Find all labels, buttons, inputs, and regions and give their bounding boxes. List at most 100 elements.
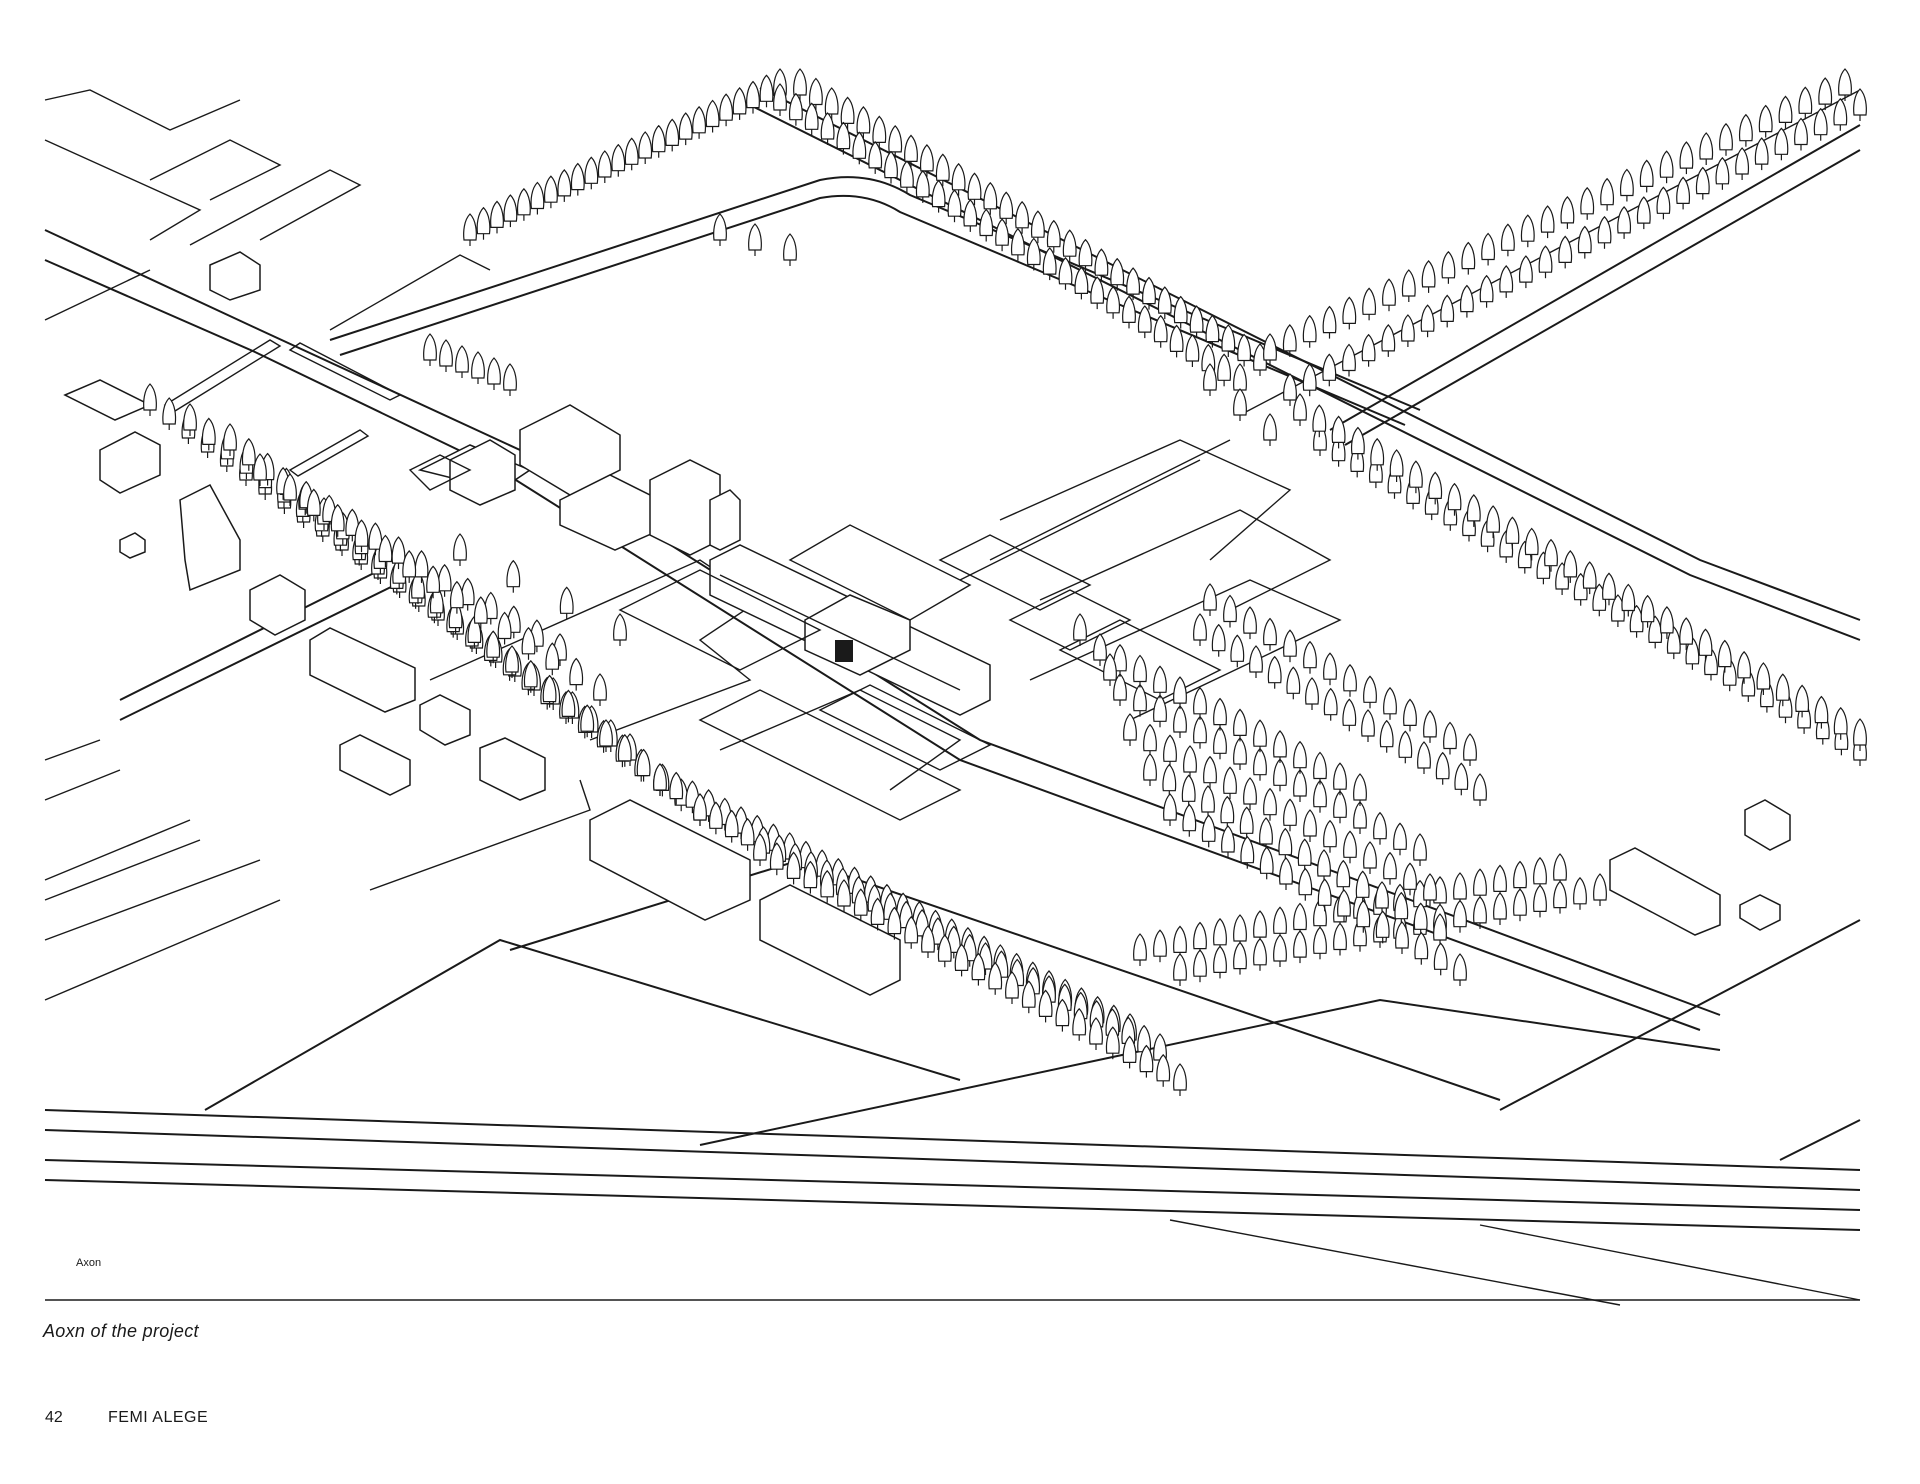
tree xyxy=(1223,594,1237,629)
tree xyxy=(1243,606,1257,640)
tree xyxy=(1560,196,1575,230)
tree xyxy=(613,613,627,647)
tree xyxy=(1313,926,1327,960)
tree xyxy=(1833,98,1848,132)
tree xyxy=(463,213,477,247)
tree xyxy=(1421,260,1436,294)
tree xyxy=(1382,278,1396,312)
tree xyxy=(1163,793,1177,827)
tree xyxy=(783,233,797,267)
tree xyxy=(1133,933,1147,967)
tree xyxy=(1361,334,1376,368)
tree xyxy=(1323,688,1338,722)
tree xyxy=(516,188,531,222)
tree xyxy=(1137,305,1152,339)
tree xyxy=(1383,687,1397,721)
tree xyxy=(1342,296,1357,330)
tree xyxy=(1853,88,1867,122)
author-name: FEMI ALEGE xyxy=(108,1409,209,1426)
tree xyxy=(1182,804,1197,838)
tree-rows xyxy=(143,68,1867,1097)
tree xyxy=(1283,798,1297,832)
tree xyxy=(732,87,747,121)
figure-caption: Aoxn of the project xyxy=(43,1321,199,1341)
tree xyxy=(530,181,545,216)
tree xyxy=(453,533,467,567)
tree xyxy=(1361,709,1375,743)
tree xyxy=(1679,141,1694,175)
tree xyxy=(1362,287,1377,321)
tree xyxy=(1163,734,1177,768)
tree xyxy=(1201,785,1215,819)
tree xyxy=(1233,708,1247,743)
tree xyxy=(1303,641,1317,675)
tree xyxy=(439,339,453,373)
tree xyxy=(503,194,518,228)
tree xyxy=(1263,617,1277,652)
tree xyxy=(1333,922,1347,957)
tree xyxy=(1433,942,1448,976)
tree xyxy=(1142,277,1156,311)
tree xyxy=(559,586,574,620)
central-complex xyxy=(163,339,1222,821)
tree xyxy=(471,351,485,385)
tree xyxy=(1343,830,1357,864)
tree xyxy=(624,137,639,171)
tree xyxy=(1223,766,1237,800)
tree xyxy=(1263,788,1277,822)
tree xyxy=(1153,665,1167,699)
tree xyxy=(1580,187,1595,221)
tree xyxy=(1213,697,1227,732)
tree xyxy=(1243,777,1257,811)
tree xyxy=(1323,652,1337,686)
tree xyxy=(1553,880,1567,915)
tree xyxy=(1181,774,1196,808)
tree xyxy=(490,200,504,234)
tree xyxy=(1153,694,1167,728)
tree xyxy=(1403,698,1417,733)
tree xyxy=(1173,676,1187,710)
tree xyxy=(1363,675,1377,709)
tree xyxy=(1393,822,1407,856)
tree xyxy=(1237,333,1252,368)
tree xyxy=(1293,741,1307,775)
tree xyxy=(1133,654,1147,689)
tree xyxy=(1303,809,1317,843)
tree xyxy=(543,175,558,209)
tree xyxy=(1754,137,1769,171)
tree xyxy=(1185,334,1200,368)
tree xyxy=(1435,752,1450,786)
tree xyxy=(1443,721,1457,756)
tree xyxy=(1220,796,1235,830)
tree xyxy=(1279,857,1293,891)
tree xyxy=(1173,705,1187,739)
tree xyxy=(1342,343,1356,378)
tree xyxy=(1293,769,1307,803)
tree xyxy=(1719,123,1733,157)
tree xyxy=(1283,629,1297,663)
tree xyxy=(1715,157,1730,191)
tree xyxy=(1520,214,1535,248)
tree xyxy=(1600,178,1615,212)
tree xyxy=(1203,756,1217,790)
tree xyxy=(1230,634,1245,668)
tree xyxy=(1193,949,1207,983)
tree xyxy=(1298,868,1313,902)
tree xyxy=(705,99,720,134)
tree xyxy=(1414,932,1429,966)
tree xyxy=(1593,873,1607,907)
tree xyxy=(162,397,177,431)
tree xyxy=(1463,733,1477,767)
tree xyxy=(1213,945,1227,980)
tree xyxy=(678,112,693,146)
tree xyxy=(1302,315,1317,349)
tree xyxy=(1333,790,1347,824)
tree xyxy=(1263,413,1277,447)
tree xyxy=(1417,741,1431,775)
tree xyxy=(1233,941,1247,976)
drawing-label: Axon xyxy=(76,1257,102,1269)
tree xyxy=(1513,888,1527,922)
tree xyxy=(1153,929,1167,963)
tree xyxy=(1778,95,1793,129)
